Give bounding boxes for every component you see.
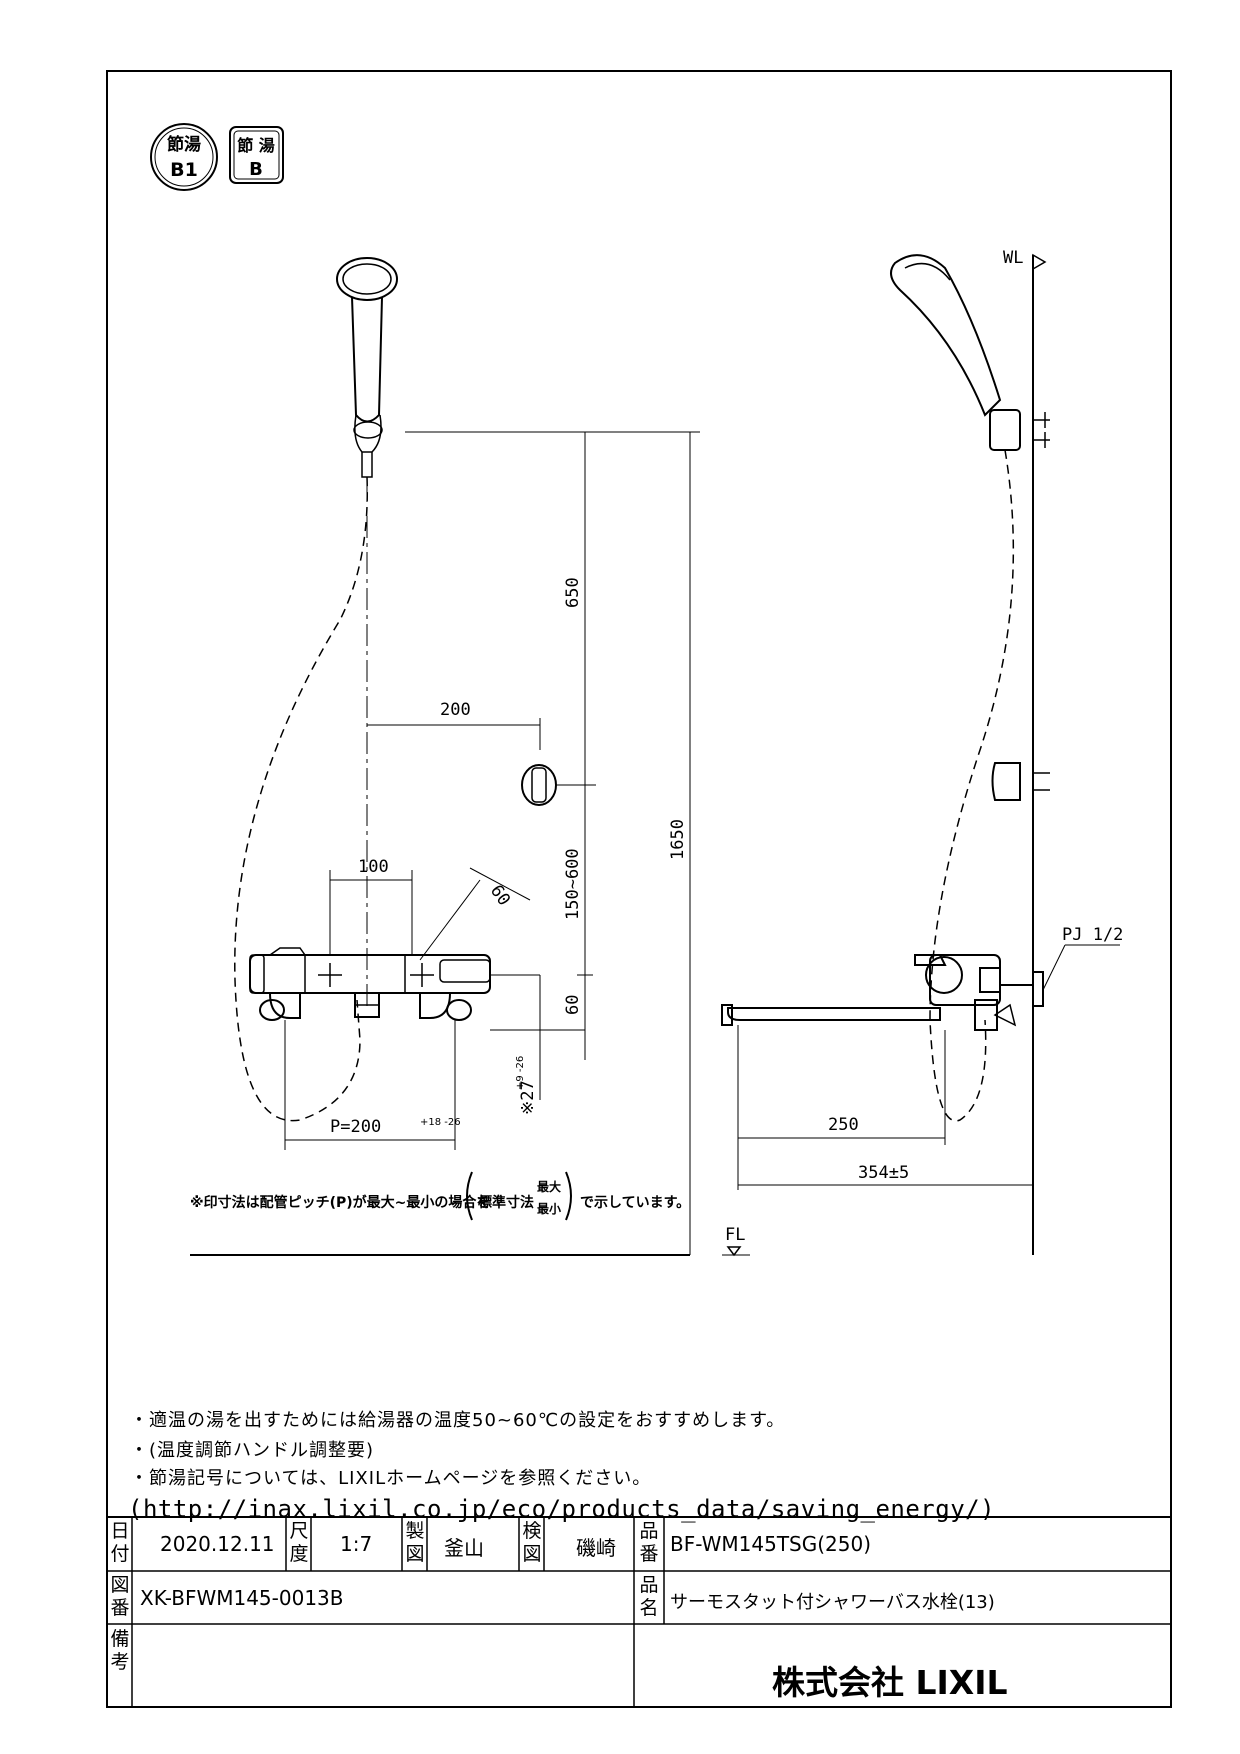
dim-p200-tolerance: +18 -26 (420, 1117, 461, 1128)
saving-badge-b1: 節湯 B1 (150, 123, 218, 191)
front-view (190, 257, 700, 1256)
pitch-note-brackets (466, 1171, 572, 1221)
date-value: 2020.12.11 (160, 1532, 275, 1556)
remarks-label: 備考 (110, 1628, 130, 1673)
sheet-border (106, 70, 1172, 1708)
product-no-value: BF-WM145TSG(250) (670, 1532, 872, 1556)
dim-60-angle: 60 (486, 881, 514, 909)
company-logo: 株式会社 LIXIL (772, 1663, 1008, 1702)
dim-100: 100 (358, 857, 389, 877)
drafter-value: 釜山 (444, 1536, 484, 1560)
title-block-grid (107, 1516, 1171, 1707)
saving-badge-b: 節 湯 B (229, 126, 284, 184)
dim-150-600: 150~600 (563, 848, 583, 920)
dim-27: ※27 (518, 1080, 538, 1115)
drawing-no-label: 図番 (110, 1574, 130, 1619)
pitch-note: ※印寸法は配管ピッチ(P)が最大~最小の場合を (190, 1192, 490, 1212)
badge1-bottom-text: B1 (170, 159, 198, 181)
dim-fl: FL (725, 1225, 745, 1245)
checker-value: 磯崎 (576, 1536, 616, 1560)
drawing-no-value: XK-BFWM145-0013B (140, 1586, 344, 1610)
product-name-value: サーモスタット付シャワーバス水栓(13) (670, 1592, 995, 1613)
badge1-top-text: 節湯 (166, 134, 201, 155)
checker-label: 検図 (522, 1520, 542, 1565)
date-label: 日付 (110, 1520, 130, 1565)
pitch-note-after: で示しています。 (580, 1195, 691, 1211)
dim-200: 200 (440, 700, 471, 720)
product-no-label: 品番 (639, 1520, 659, 1565)
dim-250: 250 (828, 1115, 859, 1135)
badge2-bottom-text: B (249, 159, 263, 180)
drafter-label: 製図 (405, 1520, 425, 1565)
side-view (721, 253, 1120, 1257)
dim-27-tolerance: +9 -26 (515, 1056, 526, 1090)
dim-wl: WL (1003, 248, 1023, 268)
badge2-top-text: 節 湯 (236, 136, 275, 155)
note-saving: ・節湯記号については、LIXILホームページを参照ください。 (130, 1468, 652, 1489)
dim-1650: 1650 (668, 819, 688, 860)
dim-650: 650 (563, 577, 583, 608)
dim-pj: PJ 1/2 (1062, 925, 1123, 945)
saving-energy-url: (http://inax.lixil.co.jp/eco/products_da… (128, 1495, 996, 1523)
pitch-note-max: 最大 (537, 1180, 562, 1194)
dim-60: 60 (563, 995, 583, 1015)
scale-value: 1:7 (340, 1532, 373, 1556)
product-name-label: 品名 (639, 1574, 659, 1619)
dim-354: 354±5 (858, 1163, 909, 1183)
pitch-note-min: 最小 (537, 1202, 562, 1216)
scale-label: 尺度 (289, 1520, 309, 1565)
note-temperature: ・適温の湯を出すためには給湯器の温度50~60℃の設定をおすすめします。 (130, 1410, 786, 1431)
pitch-note-standard: 標準寸法 (478, 1195, 534, 1211)
note-handle: ・(温度調節ハンドル調整要) (130, 1440, 375, 1461)
pitch-note-before: ※印寸法は配管ピッチ(P)が最大~最小の場合を (190, 1195, 491, 1211)
dim-p200: P=200 (330, 1117, 381, 1137)
